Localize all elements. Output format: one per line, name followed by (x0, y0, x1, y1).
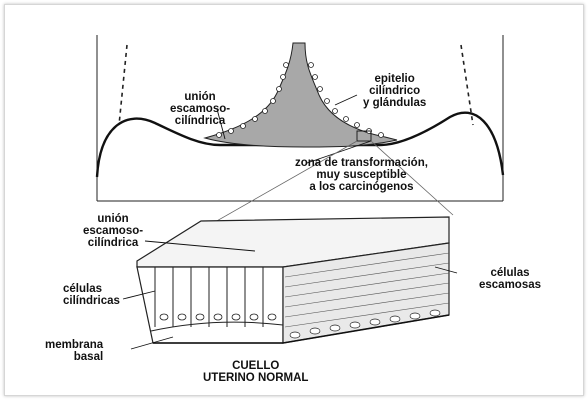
label-union-bottom: unión escamoso- cilíndrica (83, 213, 143, 249)
label-epitelio: epitelio cilíndrico y glándulas (363, 73, 426, 109)
tissue-block (137, 217, 449, 343)
label-union-top: unión escamoso- cilíndrica (170, 91, 230, 127)
label-membrana-basal: membrana basal (45, 339, 103, 363)
label-celulas-cilindricas: células cilíndricas (63, 283, 120, 307)
cervix-diagram (5, 5, 584, 396)
cervix-outline-left-dashed (119, 45, 127, 125)
label-celulas-escamosas: células escamosas (479, 267, 541, 291)
callout-epitelio (335, 95, 357, 105)
label-zona: zona de transformación, muy susceptible … (295, 157, 428, 193)
diagram-title: CUELLO UTERINO NORMAL (203, 360, 308, 384)
columnar-epithelium (137, 267, 283, 343)
figure-frame: unión escamoso- cilíndrica epitelio cilí… (4, 4, 584, 396)
